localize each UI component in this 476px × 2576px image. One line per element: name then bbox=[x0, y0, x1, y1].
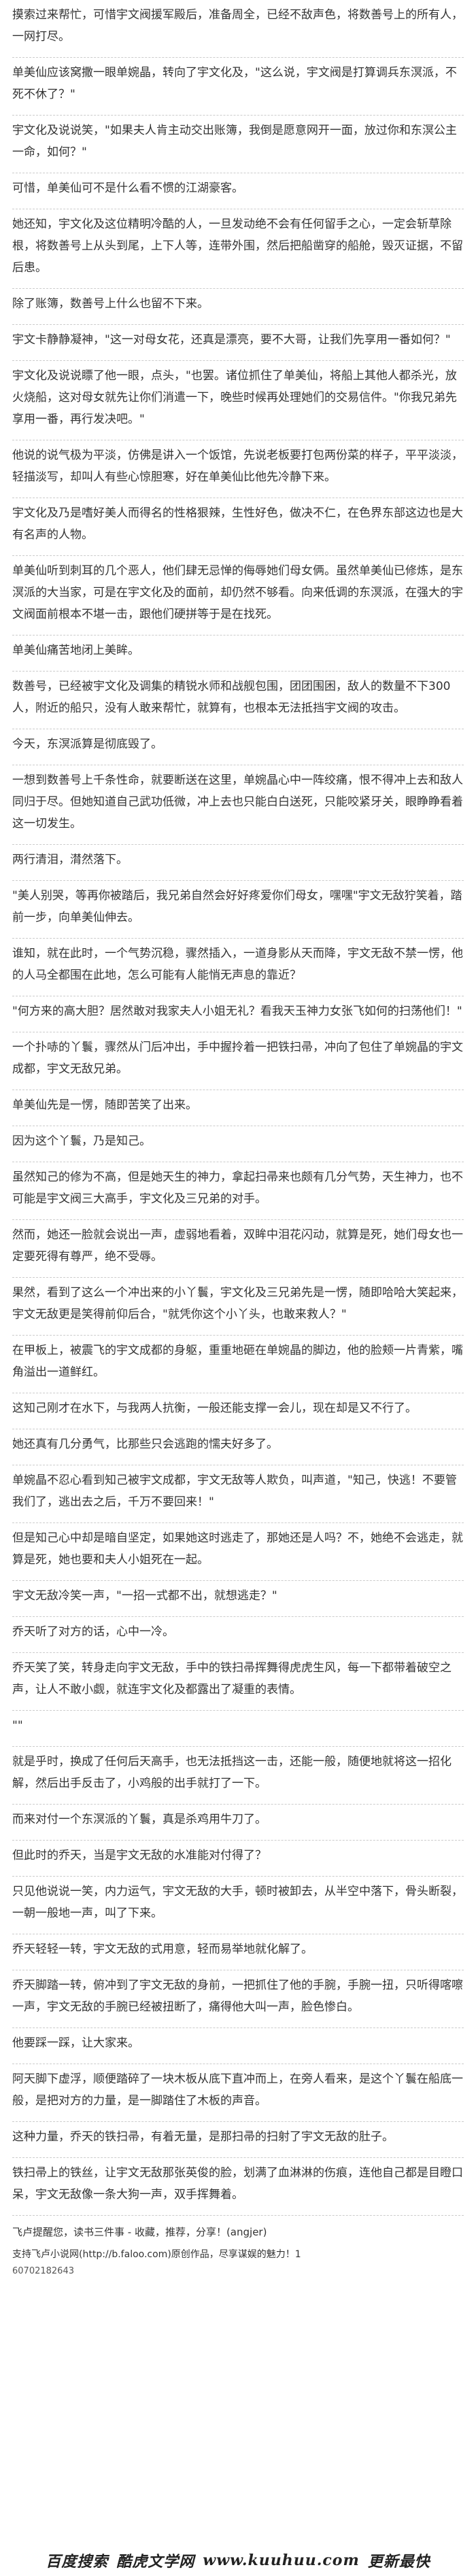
paragraph: 谁知，就在此时，一个气势沉稳，骤然插入，一道身影从天而降，宇文无敌不禁一愣，他的… bbox=[12, 939, 464, 996]
paragraph: 单美仙听到刺耳的几个恶人，他们肆无忌惮的侮辱她们母女俩。虽然单美仙已修炼，是东溟… bbox=[12, 556, 464, 636]
paragraph: 宇文卡静静凝神，"这一对母女花，还真是漂亮，要不大哥，让我们先享用一番如何？" bbox=[12, 325, 464, 361]
footer-id: 60702182643 bbox=[12, 2266, 74, 2276]
footer-support-link[interactable]: 支持飞卢小说网(http://b.faloo.com)原创作品，尽享谋娱的魅力！… bbox=[12, 2249, 301, 2260]
paragraph: "何方来的高大胆？居然敢对我家夫人小姐无礼？看我天玉神力女张飞如何的扫荡他们！" bbox=[12, 996, 464, 1032]
paragraph: 但此时的乔天，当是宇文无敌的水准能对付得了？ bbox=[12, 1841, 464, 1877]
chapter-content: 摸索过来帮忙，可惜宇文阀援军殿后，准备周全，已经不敌声色，将数善号上的所有人，一… bbox=[12, 0, 464, 2280]
paragraph: 而来对付一个东溟派的丫鬟，真是杀鸡用牛刀了。 bbox=[12, 1805, 464, 1841]
paragraph: 除了账簿，数善号上什么也留不下来。 bbox=[12, 289, 464, 325]
paragraph: 单婉晶不忍心看到知己被宇文成都，宇文无敌等人欺负，叫声道，"知己，快逃！不要管我… bbox=[12, 1465, 464, 1523]
paragraph: 她还知，宇文化及这位精明冷酷的人，一旦发动绝不会有任何留手之心，一定会斩草除根，… bbox=[12, 209, 464, 289]
paragraph: "" bbox=[12, 1711, 464, 1747]
paragraph: 因为这个丫鬟，乃是知己。 bbox=[12, 1126, 464, 1162]
banner-url[interactable]: www.kuuhuu.com bbox=[203, 2552, 360, 2569]
paragraph: 这知己刚才在水下，与我两人抗衡，一般还能支撑一会儿，现在却是又不行了。 bbox=[12, 1393, 464, 1429]
paragraph: 就是乎时，换成了任何后天高手，也无法抵挡这一击，还能一般，随便地就将这一招化解，… bbox=[12, 1747, 464, 1805]
paragraph: 宇文无敌冷笑一声，"一招一式都不出，就想逃走？" bbox=[12, 1581, 464, 1617]
paragraph: 宇文化及说说瞟了他一眼，点头，"也罢。诸位抓住了单美仙，将船上其他人都杀光，放火… bbox=[12, 361, 464, 440]
paragraph: 铁扫帚上的铁丝，让宇文无敌那张英俊的脸，划满了血淋淋的伤痕，连他自己都是目瞪口呆… bbox=[12, 2158, 464, 2216]
paragraph: 乔天轻轻一转，宇文无敌的式用意，轻而易举地就化解了。 bbox=[12, 1934, 464, 1970]
paragraph: 乔天笑了笑，转身走向宇文无敌，手中的铁扫帚挥舞得虎虎生风，每一下都带着破空之声，… bbox=[12, 1653, 464, 1711]
paragraph: 一个扑哧的丫鬟，骤然从门后冲出，手中握拎着一把铁扫帚，冲向了包住了单婉晶的宇文成… bbox=[12, 1032, 464, 1090]
paragraph: 阿天脚下虚浮，顺便踏碎了一块木板从底下直冲而上，在旁人看来，是这个丫鬟在船底一般… bbox=[12, 2064, 464, 2122]
site-banner: 百度搜索 酷虎文学网 www.kuuhuu.com 更新最快 bbox=[0, 2545, 476, 2576]
paragraph: 单美仙先是一愣，随即苦笑了出来。 bbox=[12, 1090, 464, 1126]
banner-text-2: 酷虎文学网 bbox=[116, 2553, 195, 2571]
footer-reminder: 飞卢提醒您，读书三件事 - 收藏，推荐，分享！(angjer) bbox=[12, 2226, 267, 2238]
paragraph: 宇文化及说说笑，"如果夫人肯主动交出账簿，我倒是愿意网开一面，放过你和东溟公主一… bbox=[12, 116, 464, 173]
paragraph: 今天，东溟派算是彻底毁了。 bbox=[12, 729, 464, 765]
paragraph: 但是知己心中却是暗自坚定，如果她这时逃走了，那她还是人吗？不，她绝不会逃走，就算… bbox=[12, 1523, 464, 1581]
paragraph: 然而，她还一脸就会说出一声，虚弱地看着，双眸中泪花闪动，就算是死，她们母女也一定… bbox=[12, 1220, 464, 1278]
paragraph: 单美仙痛苦地闭上美眸。 bbox=[12, 636, 464, 672]
banner-text-4: 更新最快 bbox=[367, 2553, 430, 2571]
paragraph: 两行清泪，潸然落下。 bbox=[12, 845, 464, 881]
paragraph: 虽然知己的修为不高，但是她天生的神力，拿起扫帚来也颇有几分气势，天生神力，也不可… bbox=[12, 1162, 464, 1220]
paragraph: 只见他说说一笑，内力运气，宇文无敌的大手，顿时被卸去，从半空中落下，骨头断裂，一… bbox=[12, 1877, 464, 1934]
paragraph: 可惜，单美仙可不是什么看不惯的江湖豪客。 bbox=[12, 173, 464, 209]
paragraph: 单美仙应该窝撒一眼单婉晶，转向了宇文化及，"这么说，宇文阀是打算调兵东溟派，不死… bbox=[12, 58, 464, 116]
paragraph: "美人别哭，等再你被踏后，我兄弟自然会好好疼爱你们母女，嘿嘿"宇文无敌狞笑着，踏… bbox=[12, 881, 464, 939]
banner-text-1: 百度搜索 bbox=[46, 2553, 109, 2571]
paragraph: 她还真有几分勇气，比那些只会逃跑的懦夫好多了。 bbox=[12, 1429, 464, 1465]
paragraph: 这种力量，乔天的铁扫帚，有着无量，是那扫帚的扫射了宇文无敌的肚子。 bbox=[12, 2122, 464, 2158]
paragraph: 乔天脚踏一转，俯冲到了宇文无敌的身前，一把抓住了他的手腕，手腕一扭，只听得喀嚓一… bbox=[12, 1970, 464, 2028]
paragraph: 他说的说气极为平淡，仿佛是讲入一个饭馆，先说老板要打包两份菜的样子，平平淡淡，轻… bbox=[12, 440, 464, 498]
paragraph: 在甲板上，被震飞的宇文成都的身躯，重重地砸在单婉晶的脚边，他的脸颊一片青紫，嘴角… bbox=[12, 1336, 464, 1393]
paragraph: 摸索过来帮忙，可惜宇文阀援军殿后，准备周全，已经不敌声色，将数善号上的所有人，一… bbox=[12, 0, 464, 58]
paragraph: 乔天听了对方的话，心中一冷。 bbox=[12, 1617, 464, 1653]
paragraph: 他要踩一踩，让大家来。 bbox=[12, 2028, 464, 2064]
paragraph: 一想到数善号上千条性命，就要断送在这里，单婉晶心中一阵绞痛，恨不得冲上去和敌人同… bbox=[12, 765, 464, 845]
paragraph: 数善号，已经被宇文化及调集的精锐水师和战舰包围，团团围困，敌人的数量不下300人… bbox=[12, 672, 464, 729]
paragraph: 宇文化及乃是嗜好美人而得名的性格狠辣，生性好色，做决不仁，在色界东部这边也是大有… bbox=[12, 498, 464, 556]
paragraph: 果然，看到了这么一个冲出来的小丫鬟，宇文化及三兄弟先是一愣，随即哈哈大笑起来，宇… bbox=[12, 1278, 464, 1336]
